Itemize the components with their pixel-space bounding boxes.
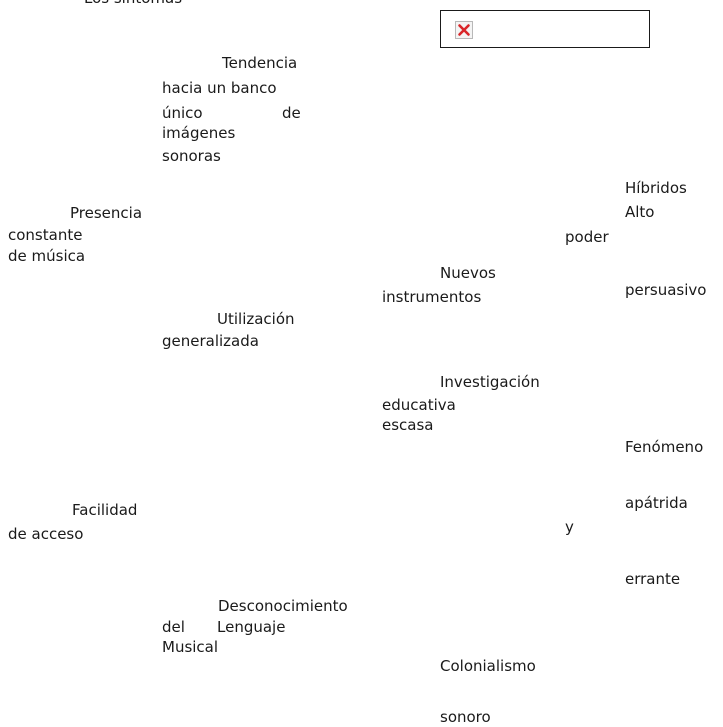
tendencia-line-5: sonoras bbox=[162, 147, 221, 165]
fenomeno-line-4: errante bbox=[625, 570, 681, 588]
investigacion-line-1: Investigación bbox=[440, 373, 540, 391]
investigacion-line-2: educativa bbox=[382, 396, 456, 414]
hibridos-line-4: persuasivo bbox=[625, 281, 707, 299]
hibridos-line-1: Híbridos bbox=[625, 179, 687, 197]
utilizacion-line-2: generalizada bbox=[162, 332, 259, 350]
utilizacion-line-1: Utilización bbox=[217, 310, 295, 328]
nuevos-line-1: Nuevos bbox=[440, 264, 496, 282]
colonialismo-line-2: sonoro bbox=[440, 708, 491, 726]
tendencia-line-2: hacia un banco bbox=[162, 79, 277, 97]
hibridos-line-3: poder bbox=[565, 228, 609, 246]
presencia-line-2: constante bbox=[8, 226, 83, 244]
presencia-line-3: de música bbox=[8, 247, 86, 265]
fenomeno-line-1: Fenómeno bbox=[625, 438, 704, 456]
tendencia-line-4: imágenes bbox=[162, 124, 236, 142]
nuevos-line-2: instrumentos bbox=[382, 288, 482, 306]
desconocimiento-line-3: Musical bbox=[162, 638, 219, 656]
tendencia-line-3b: de bbox=[282, 104, 301, 122]
presencia-line-1: Presencia bbox=[70, 204, 143, 222]
facilidad-line-1: Facilidad bbox=[72, 501, 138, 519]
broken-image bbox=[440, 10, 650, 48]
hibridos-line-2: Alto bbox=[625, 203, 655, 221]
fenomeno-line-2: apátrida bbox=[625, 494, 688, 512]
desconocimiento-line-1: Desconocimiento bbox=[218, 597, 348, 615]
page-title: Los síntomas bbox=[84, 0, 182, 8]
fenomeno-line-3: y bbox=[565, 518, 574, 536]
tendencia-line-1: Tendencia bbox=[222, 54, 298, 72]
colonialismo-line-1: Colonialismo bbox=[440, 657, 536, 675]
tendencia-line-3a: único bbox=[162, 104, 203, 122]
desconocimiento-line-2a: del bbox=[162, 618, 185, 636]
desconocimiento-line-2b: Lenguaje bbox=[217, 618, 286, 636]
broken-image-icon bbox=[455, 21, 473, 39]
facilidad-line-2: de acceso bbox=[8, 525, 84, 543]
investigacion-line-3: escasa bbox=[382, 416, 434, 434]
